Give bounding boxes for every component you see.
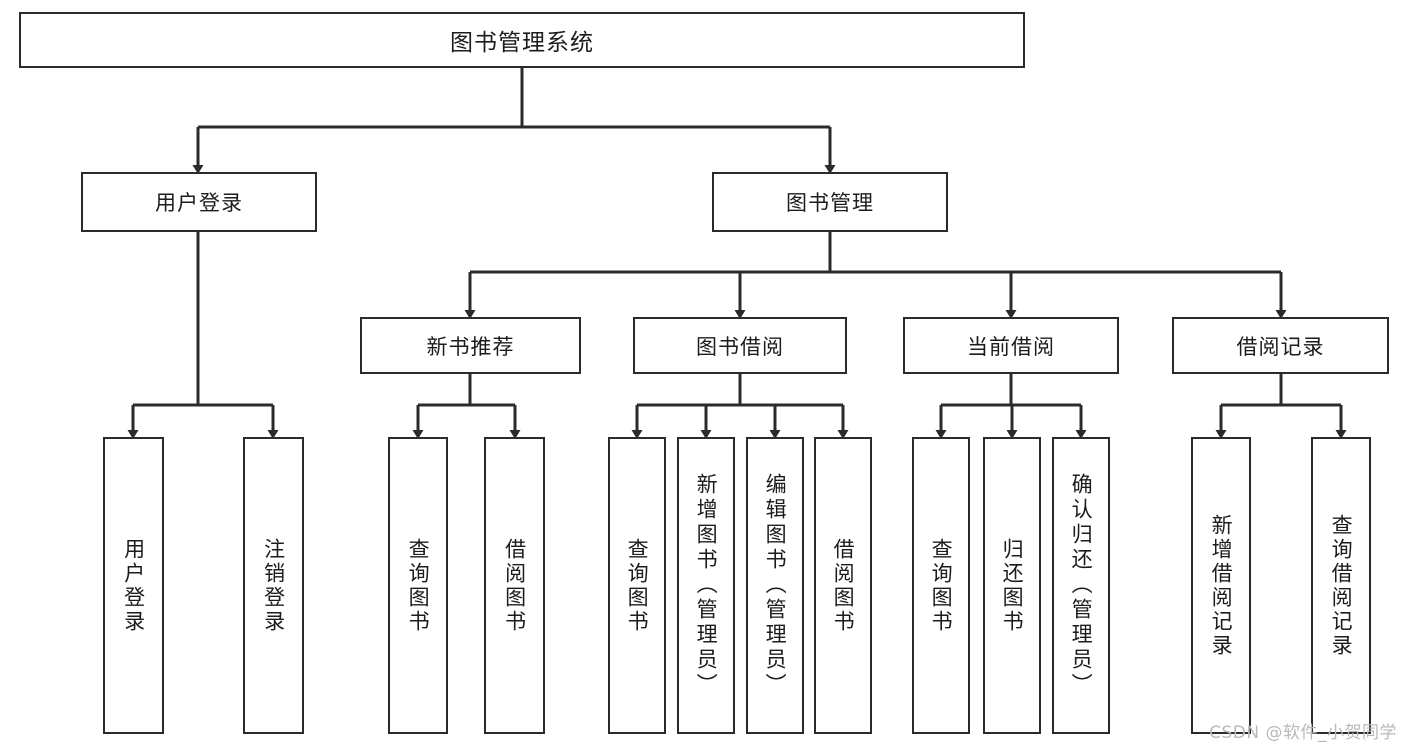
leaf-query-borrow-record[interactable]: 查询借阅记录 xyxy=(1311,437,1371,734)
leaf-user-login[interactable]: 用户登录 xyxy=(103,437,164,734)
leaf-add-borrow-record[interactable]: 新增借阅记录 xyxy=(1191,437,1251,734)
node-book-borrow[interactable]: 图书借阅 xyxy=(633,317,847,374)
leaf-borrow-book-newbook[interactable]: 借阅图书 xyxy=(484,437,545,734)
node-book-management[interactable]: 图书管理 xyxy=(712,172,948,232)
leaf-query-book-borrow[interactable]: 查询图书 xyxy=(608,437,666,734)
node-borrow-record[interactable]: 借阅记录 xyxy=(1172,317,1389,374)
node-root[interactable]: 图书管理系统 xyxy=(19,12,1025,68)
watermark: CSDN @软件_小贺同学 xyxy=(1209,723,1397,743)
leaf-logout[interactable]: 注销登录 xyxy=(243,437,304,734)
leaf-edit-book-admin[interactable]: 编辑图书（管理员） xyxy=(746,437,804,734)
leaf-return-book[interactable]: 归还图书 xyxy=(983,437,1041,734)
node-current-borrow[interactable]: 当前借阅 xyxy=(903,317,1119,374)
node-user-login[interactable]: 用户登录 xyxy=(81,172,317,232)
node-new-book-recommend[interactable]: 新书推荐 xyxy=(360,317,581,374)
leaf-add-book-admin[interactable]: 新增图书（管理员） xyxy=(677,437,735,734)
leaf-confirm-return-admin[interactable]: 确认归还（管理员） xyxy=(1052,437,1110,734)
leaf-query-book-newbook[interactable]: 查询图书 xyxy=(388,437,448,734)
leaf-borrow-book[interactable]: 借阅图书 xyxy=(814,437,872,734)
leaf-query-book-current[interactable]: 查询图书 xyxy=(912,437,970,734)
